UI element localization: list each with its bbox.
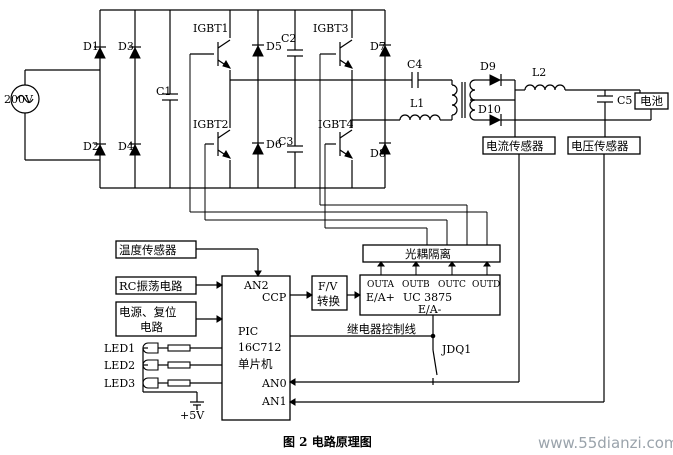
svg-text:电源、复位: 电源、复位	[119, 305, 177, 319]
svg-text:AN2: AN2	[243, 279, 269, 292]
svg-text:LED2: LED2	[104, 359, 135, 372]
source-voltage-label: 200V	[4, 93, 34, 106]
svg-text:E/A+: E/A+	[366, 291, 395, 304]
watermark: www.55dianzi.com	[538, 434, 673, 452]
svg-text:CCP: CCP	[262, 291, 287, 304]
svg-text:OUTB: OUTB	[402, 280, 430, 290]
svg-text:D10: D10	[478, 103, 501, 116]
capacitor-c1: C1	[156, 10, 178, 188]
svg-text:IGBT2: IGBT2	[193, 118, 229, 131]
svg-text:温度传感器: 温度传感器	[119, 243, 177, 257]
svg-text:LED1: LED1	[104, 342, 135, 355]
voltage-sensor-block: 电压传感器	[567, 136, 641, 402]
svg-text:IGBT1: IGBT1	[193, 22, 229, 35]
svg-text:RC振荡电路: RC振荡电路	[119, 279, 183, 293]
svg-text:L2: L2	[532, 66, 546, 79]
battery-label: 电池	[640, 94, 663, 108]
relay-control-label: 继电器控制线	[347, 322, 416, 336]
svg-text:E/A-: E/A-	[418, 303, 442, 316]
svg-text:D8: D8	[370, 147, 386, 160]
svg-text:OUTD: OUTD	[472, 280, 500, 290]
svg-text:F/V: F/V	[318, 280, 338, 293]
relay-control: 继电器控制线 JDQ1	[290, 315, 471, 385]
svg-text:C2: C2	[281, 32, 296, 45]
diode-label: D4	[118, 140, 134, 153]
svg-text:电流传感器: 电流传感器	[486, 139, 544, 153]
temp-sensor-block: 温度传感器	[115, 240, 262, 277]
power-reset-block: 电源、复位 电路	[115, 301, 223, 337]
svg-text:D9: D9	[480, 60, 496, 73]
pic-mcu-block: AN2 CCP PIC 16C712 单片机 AN0 AN1	[221, 275, 291, 421]
figure-caption: 图 2 电路原理图	[283, 434, 372, 449]
feedback-wires	[289, 378, 604, 406]
svg-text:C5: C5	[617, 94, 632, 107]
resonant-tank: C4 L1	[399, 58, 515, 121]
svg-text:16C712: 16C712	[238, 341, 281, 354]
svg-text:D6: D6	[266, 138, 282, 151]
svg-text:单片机: 单片机	[238, 357, 273, 371]
led-array: LED1 LED2 LED3 +5V	[104, 342, 222, 422]
svg-text:PIC: PIC	[238, 325, 258, 338]
svg-text:D5: D5	[266, 40, 282, 53]
svg-text:D7: D7	[370, 40, 386, 53]
svg-text:IGBT4: IGBT4	[318, 118, 354, 131]
svg-text:C1: C1	[156, 85, 171, 98]
bridge-rectifier: D1 D3 D2 D4	[83, 9, 385, 189]
current-sensor-block: 电流传感器	[482, 136, 556, 382]
rc-oscillator-block: RC振荡电路	[115, 276, 223, 295]
svg-text:电压传感器: 电压传感器	[571, 139, 629, 153]
svg-text:AN1: AN1	[261, 395, 287, 408]
output-stage: D9 D10 L2 C5 电池	[478, 60, 669, 137]
svg-text:UC 3875: UC 3875	[403, 291, 452, 304]
svg-text:OUTC: OUTC	[438, 280, 466, 290]
svg-text:OUTA: OUTA	[367, 280, 394, 290]
svg-text:AN0: AN0	[261, 377, 287, 390]
diode-label: D2	[83, 140, 99, 153]
ac-source: 200V	[4, 69, 100, 161]
gate-drive-wires	[189, 54, 488, 245]
svg-text:电路: 电路	[140, 320, 163, 334]
svg-text:IGBT3: IGBT3	[313, 22, 349, 35]
inverter-leg-left: IGBT1 IGBT2 D5 D6 C2 C3	[190, 10, 400, 188]
fv-converter-block: F/V 转换	[290, 275, 361, 311]
svg-text:C3: C3	[278, 135, 293, 148]
svg-text:转换: 转换	[317, 294, 340, 308]
opto-isolation-block: 光耦隔离	[362, 244, 501, 275]
diode-label: D3	[118, 40, 134, 53]
svg-text:LED3: LED3	[104, 377, 135, 390]
diode-label: D1	[83, 40, 99, 53]
uc3875-block: OUTA OUTB OUTC OUTD E/A+ UC 3875 E/A-	[359, 274, 501, 316]
relay-name: JDQ1	[441, 343, 471, 356]
svg-text:C4: C4	[407, 58, 422, 71]
svg-text:L1: L1	[410, 97, 424, 110]
inverter-leg-right: IGBT3 IGBT4 D7 D8	[313, 10, 400, 188]
svg-text:光耦隔离: 光耦隔离	[405, 247, 451, 261]
supply-label: +5V	[180, 409, 205, 422]
